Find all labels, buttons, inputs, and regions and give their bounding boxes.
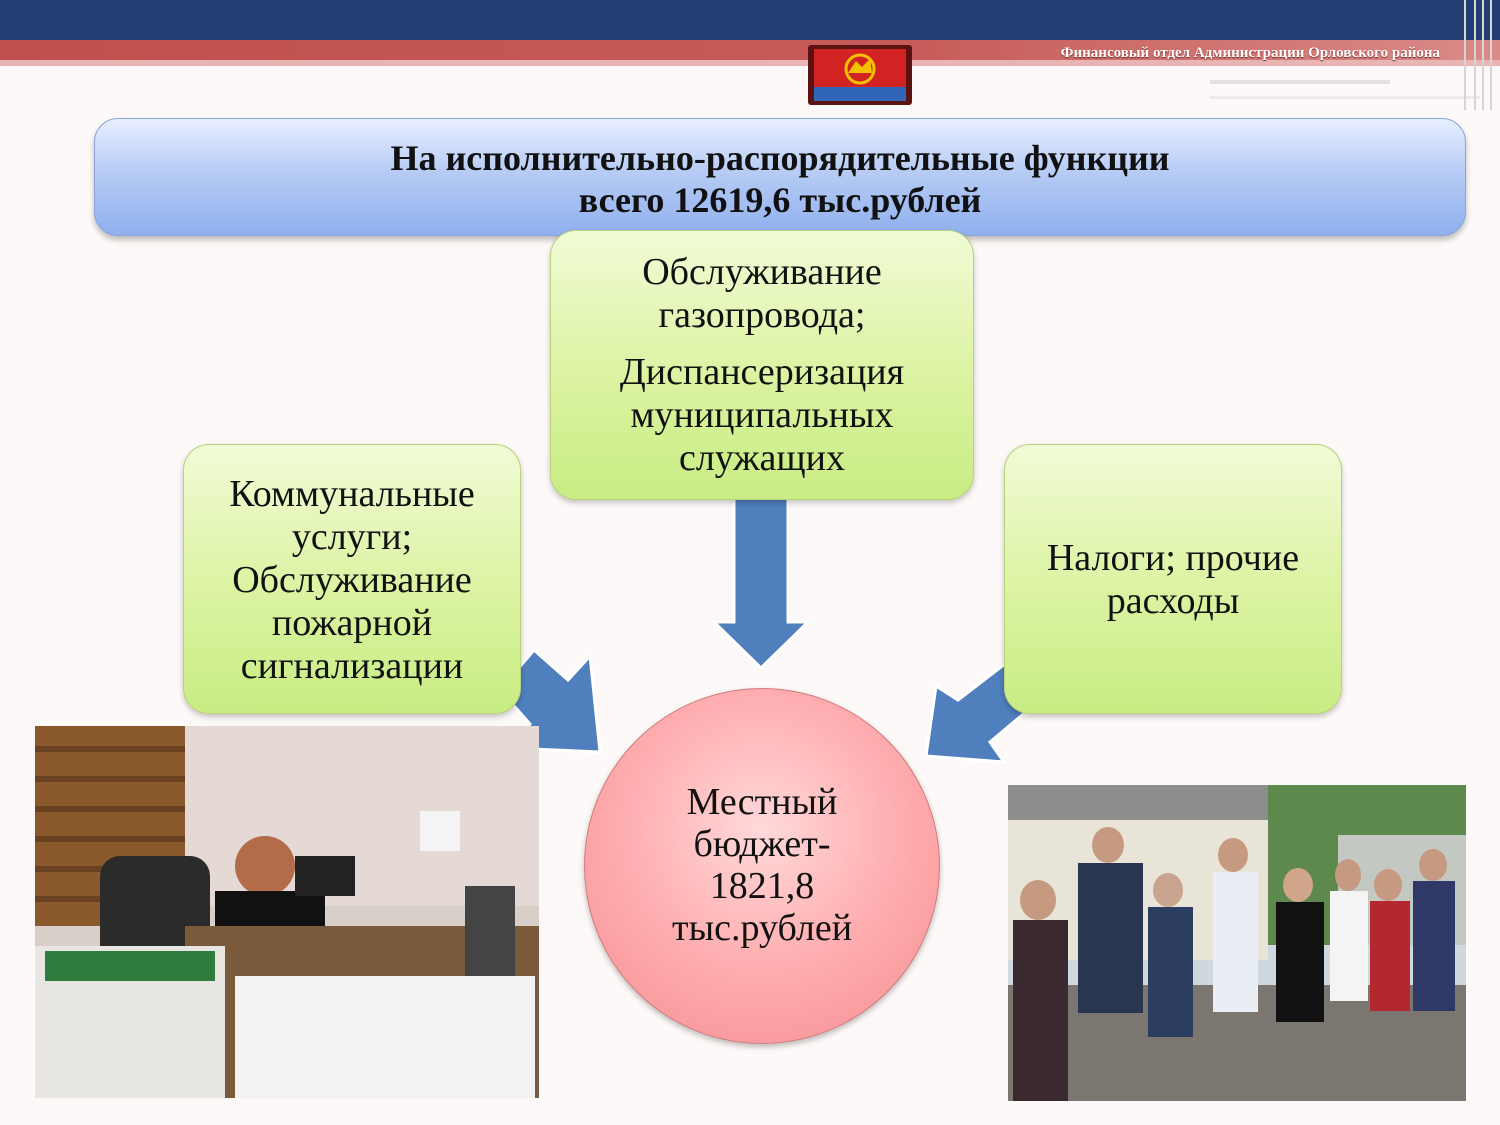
budget-line-1: Местный (686, 781, 838, 823)
red-band (0, 40, 1500, 60)
box-utilities: Коммунальные услуги; Обслуживание пожарн… (183, 444, 521, 714)
box-taxes-line-2: расходы (1106, 580, 1240, 622)
box-taxes: Налоги; прочие расходы (1004, 444, 1342, 714)
box-taxes-line-1: Налоги; прочие (1046, 537, 1300, 579)
box-gas-line-1: Обслуживание (642, 251, 882, 293)
decor-line (1210, 80, 1390, 84)
budget-line-3: 1821,8 (709, 865, 815, 907)
box-utilities-line-1: Коммунальные (229, 473, 475, 515)
title-line-1: На исполнительно-распорядительные функци… (390, 138, 1170, 178)
title-line-2: всего 12619,6 тыс.рублей (578, 180, 982, 220)
title-box: На исполнительно-распорядительные функци… (94, 118, 1466, 236)
box-utilities-line-2: услуги; (291, 516, 413, 558)
box-utilities-line-4: пожарной (271, 602, 433, 644)
box-gas-and-medical: Обслуживание газопровода; Диспансеризаци… (550, 230, 974, 500)
red-band-light (0, 60, 1500, 66)
box-utilities-line-3: Обслуживание (232, 559, 472, 601)
group-photo (1008, 785, 1466, 1101)
office-photo (35, 726, 539, 1098)
budget-line-4: тыс.рублей (671, 907, 853, 949)
box-medical-line-1: Диспансеризация (619, 351, 905, 393)
box-utilities-line-5: сигнализации (240, 645, 464, 687)
decor-line (1210, 96, 1480, 99)
box-gas-line-2: газопровода; (658, 294, 866, 336)
arrow-down (710, 496, 812, 671)
department-title: Финансовый отдел Администрации Орловског… (1060, 45, 1440, 61)
top-bar (0, 0, 1500, 40)
district-emblem (808, 45, 912, 105)
box-medical-line-2: муниципальных (630, 394, 894, 436)
decor-vertical-lines (1460, 0, 1500, 110)
budget-line-2: бюджет- (693, 823, 831, 865)
local-budget-circle: Местный бюджет- 1821,8 тыс.рублей (584, 688, 940, 1044)
box-medical-line-3: служащих (678, 437, 846, 479)
